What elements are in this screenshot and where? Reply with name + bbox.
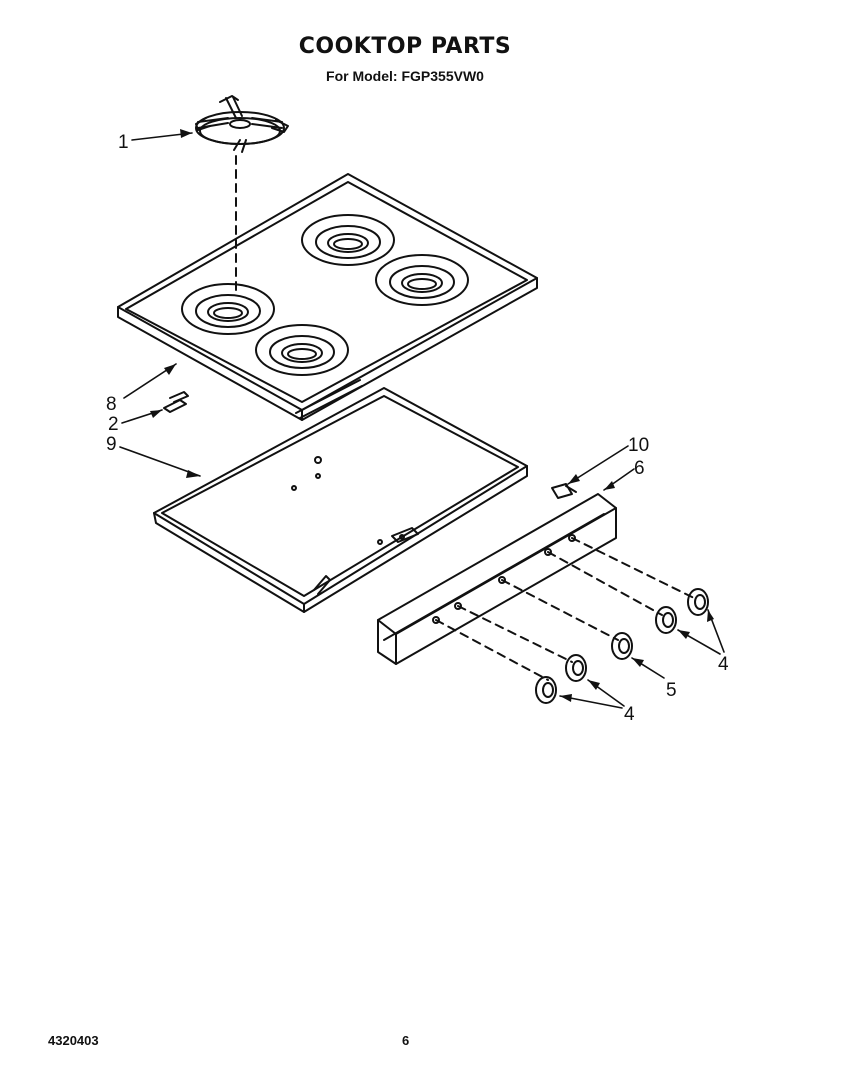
burner-grate (195, 95, 289, 153)
burner-box-pan (153, 387, 528, 613)
callout-5: 5 (666, 680, 677, 701)
document-number: 4320403 (48, 1033, 99, 1048)
clip-part (163, 391, 189, 413)
page-title: COOKTOP PARTS (298, 34, 512, 59)
page-number: 6 (402, 1033, 410, 1048)
valve-part (551, 483, 577, 499)
knob-center (611, 632, 633, 660)
cooktop-panel (117, 173, 538, 421)
callout-8: 8 (106, 394, 117, 415)
burner-bowl-right-front (375, 254, 469, 306)
leader-lines (119, 132, 725, 709)
burner-bowl-left-front (255, 324, 349, 376)
burner-bowl-right-rear (301, 214, 395, 266)
callout-2: 2 (108, 414, 119, 435)
callout-9: 9 (106, 434, 117, 455)
burner-bowl-left-rear (181, 283, 275, 335)
callout-10: 10 (628, 435, 649, 456)
knob-rear-left (565, 654, 587, 682)
callout-4-right: 4 (718, 654, 729, 675)
callout-1: 1 (118, 132, 129, 153)
knob-front-right (687, 588, 709, 616)
knob-rear-right (655, 606, 677, 634)
callout-4-left: 4 (624, 704, 635, 725)
knob-front-left (535, 676, 557, 704)
callout-6: 6 (634, 458, 645, 479)
model-subtitle: For Model: FGP355VW0 (326, 68, 484, 84)
control-panel (377, 493, 617, 665)
